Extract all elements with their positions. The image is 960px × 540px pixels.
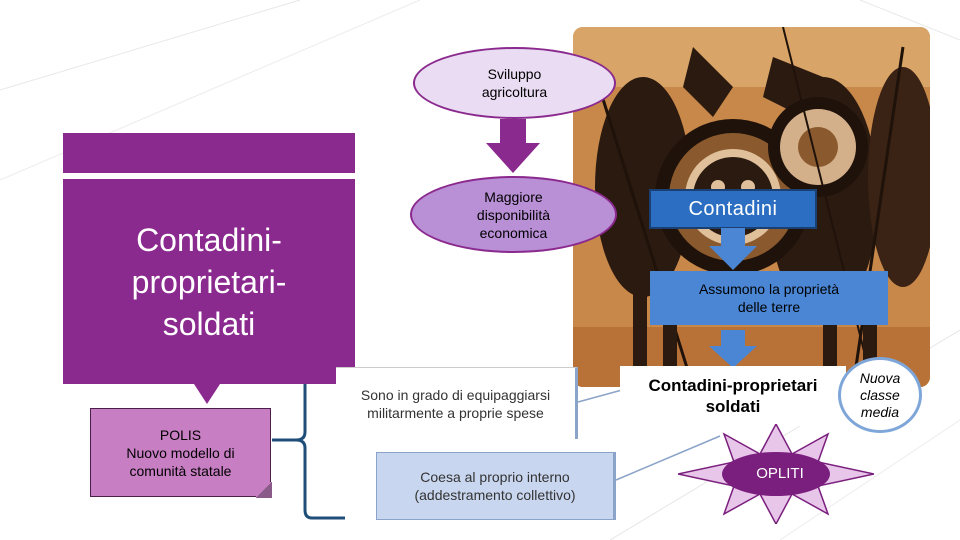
coesa-text: Coesa al proprio interno (addestramento … xyxy=(414,469,576,503)
nuova-classe-media-circle: Nuova classe media xyxy=(838,357,922,433)
arrow-down-icon xyxy=(709,228,757,270)
ellipse-top-text: Sviluppo agricoltura xyxy=(481,66,548,100)
coesa-box: Coesa al proprio interno (addestramento … xyxy=(376,452,616,520)
opliti-label: OPLITI xyxy=(740,460,820,486)
equipaggiarsi-text: Sono in grado di equipaggiarsi militarme… xyxy=(360,386,551,421)
opliti-star-shape xyxy=(678,424,874,524)
arrow-down-icon xyxy=(709,330,757,368)
contadini-proprietari-soldati-box: Contadini-proprietari soldati xyxy=(620,366,846,426)
maggiore-disponibilita-ellipse: Maggiore disponibilità economica xyxy=(410,176,617,253)
title-panel: Contadini- proprietari- soldati xyxy=(63,179,355,384)
folded-corner xyxy=(256,482,272,498)
contadini-box: Contadini xyxy=(649,189,817,229)
title-bar xyxy=(63,133,355,173)
callout-pointer xyxy=(194,384,220,404)
equipaggiarsi-box: Sono in grado di equipaggiarsi militarme… xyxy=(336,367,578,439)
contadini-proprietari-text: Contadini-proprietari soldati xyxy=(648,376,818,416)
proprieta-text: Assumono la proprietà delle terre xyxy=(698,281,840,315)
nuova-classe-text: Nuova classe media xyxy=(859,369,901,420)
ellipse-mid-text: Maggiore disponibilità economica xyxy=(476,188,551,241)
arrow-down-icon xyxy=(486,119,540,173)
curly-brace xyxy=(272,366,345,520)
proprieta-terre-box: Assumono la proprietà delle terre xyxy=(650,271,888,325)
polis-text: POLIS Nuovo modello di comunità statale xyxy=(126,426,235,479)
sviluppo-agricoltura-ellipse: Sviluppo agricoltura xyxy=(413,47,616,119)
page-title: Contadini- proprietari- soldati xyxy=(131,221,287,342)
opliti-text: OPLITI xyxy=(756,464,804,482)
vase-painting-image xyxy=(573,27,930,387)
contadini-text: Contadini xyxy=(688,197,778,220)
polis-callout: POLIS Nuovo modello di comunità statale xyxy=(90,408,271,497)
